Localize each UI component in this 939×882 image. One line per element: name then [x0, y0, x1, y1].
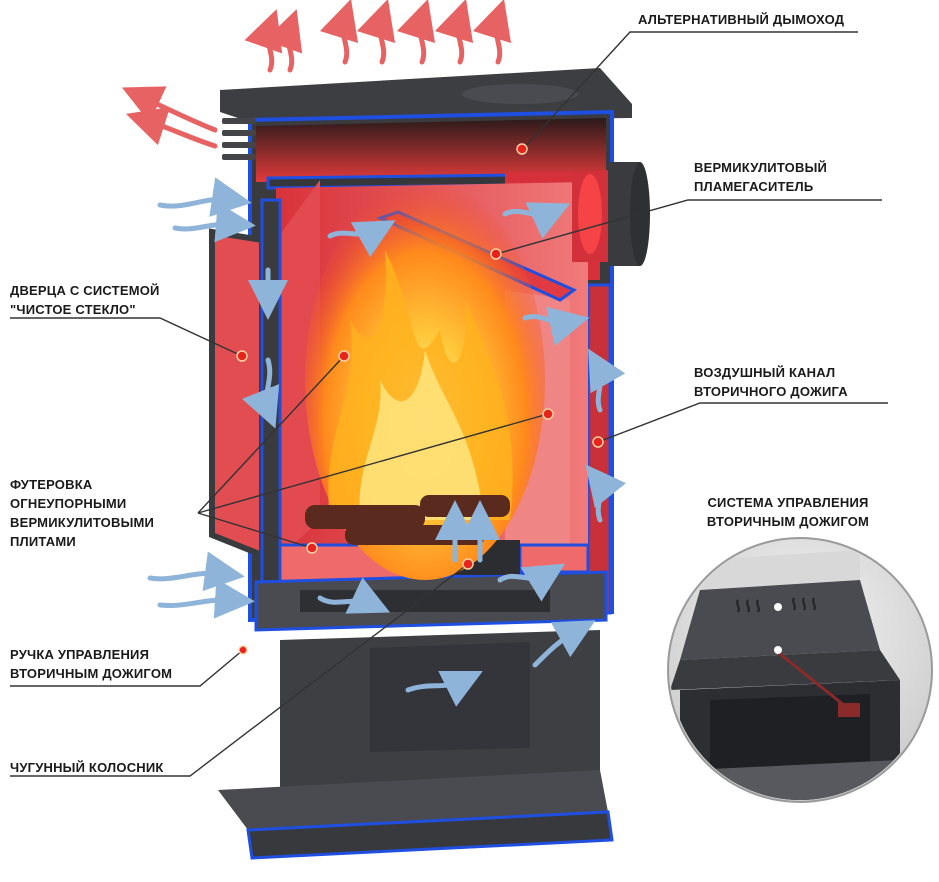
marker-lining-left	[338, 350, 350, 362]
callout-markers	[236, 143, 604, 655]
label-air-channel: ВОЗДУШНЫЙ КАНАЛ ВТОРИЧНОГО ДОЖИГА	[694, 365, 848, 399]
leader-grate	[10, 563, 469, 777]
leader-lining-2	[197, 413, 549, 514]
hot-air-arrows	[121, 0, 512, 149]
leader-air-channel	[597, 402, 888, 443]
marker-handle	[238, 645, 248, 655]
label-control-handle: РУЧКА УПРАВЛЕНИЯ ВТОРИЧНЫМ ДОЖИГОМ	[10, 647, 173, 681]
leader-lining-1	[197, 355, 345, 514]
marker-lining-bottom	[306, 542, 318, 554]
leader-vermiculite-damper	[495, 199, 882, 255]
leader-alt-chimney	[521, 31, 858, 151]
marker-alt-chimney	[516, 143, 528, 155]
leader-lines	[10, 31, 888, 777]
marker-grate	[462, 558, 474, 570]
leader-door	[10, 317, 243, 357]
leader-handle	[10, 649, 244, 687]
cold-air-arrows	[147, 177, 627, 707]
leader-lining-3	[197, 512, 313, 549]
control-system-inset	[667, 537, 933, 803]
label-alt-chimney: АЛЬТЕРНАТИВНЫЙ ДЫМОХОД	[638, 12, 845, 27]
marker-lining-right	[542, 408, 554, 420]
label-door-clean-glass: ДВЕРЦА С СИСТЕМОЙ "ЧИСТОЕ СТЕКЛО"	[10, 283, 160, 317]
label-lining: ФУТЕРОВКА ОГНЕУПОРНЫМИ ВЕРМИКУЛИТОВЫМИ П…	[10, 477, 155, 549]
label-cast-iron-grate: ЧУГУННЫЙ КОЛОСНИК	[10, 760, 164, 775]
label-control-system: СИСТЕМА УПРАВЛЕНИЯ ВТОРИЧНЫМ ДОЖИГОМ	[706, 495, 870, 529]
marker-vermiculite-damper	[490, 248, 502, 260]
label-vermiculite-damper: ВЕРМИКУЛИТОВЫЙ ПЛАМЕГАСИТЕЛЬ	[694, 160, 828, 194]
marker-door	[236, 350, 248, 362]
marker-air-channel	[592, 436, 604, 448]
fire	[305, 180, 545, 580]
